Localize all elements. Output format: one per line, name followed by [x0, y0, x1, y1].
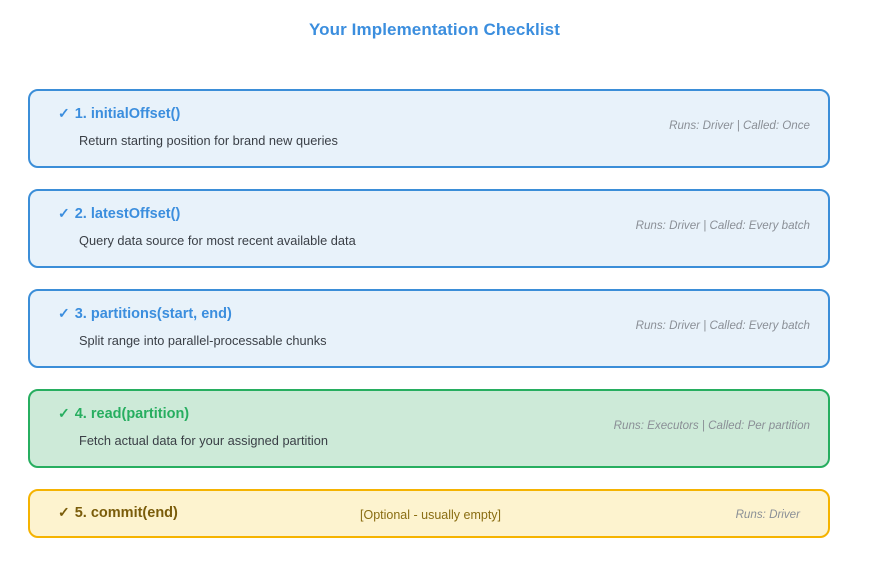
checklist-item-3-description: Split range into parallel-processable ch…: [79, 333, 327, 348]
checklist-item-4-description: Fetch actual data for your assigned part…: [79, 433, 328, 448]
check-icon: ✓: [58, 405, 70, 421]
checklist-item-1-title-text: 1. initialOffset(): [74, 106, 181, 122]
checklist-item-3-title-text: 3. partitions(start, end): [74, 306, 232, 322]
checklist-item-3-title: ✓3. partitions(start, end): [58, 304, 232, 323]
checklist-item-3[interactable]: ✓3. partitions(start, end) Split range i…: [28, 289, 830, 368]
check-icon: ✓: [58, 504, 70, 520]
checklist-item-5[interactable]: ✓5. commit(end) [Optional - usually empt…: [28, 489, 830, 538]
check-icon: ✓: [58, 205, 70, 221]
checklist-item-1-meta: Runs: Driver | Called: Once: [669, 119, 810, 132]
checklist-item-2-title-text: 2. latestOffset(): [74, 206, 181, 222]
check-icon: ✓: [58, 305, 70, 321]
checklist-item-5-title: ✓5. commit(end): [58, 503, 178, 522]
checklist-item-2-description: Query data source for most recent availa…: [79, 233, 356, 248]
checklist-item-4-meta: Runs: Executors | Called: Per partition: [613, 419, 810, 432]
checklist-container: ✓1. initialOffset() Return starting posi…: [28, 89, 830, 538]
checklist-item-2-meta: Runs: Driver | Called: Every batch: [635, 219, 810, 232]
checklist-item-2[interactable]: ✓2. latestOffset() Query data source for…: [28, 189, 830, 268]
checklist-item-4-title-text: 4. read(partition): [74, 406, 190, 422]
checklist-item-1-title: ✓1. initialOffset(): [58, 104, 180, 123]
checklist-item-3-meta: Runs: Driver | Called: Every batch: [635, 319, 810, 332]
checklist-item-5-title-text: 5. commit(end): [74, 505, 178, 521]
check-icon: ✓: [58, 105, 70, 121]
checklist-item-4-title: ✓4. read(partition): [58, 404, 189, 423]
page-title: Your Implementation Checklist: [308, 20, 561, 39]
checklist-item-5-meta: Runs: Driver: [735, 508, 800, 521]
checklist-item-1[interactable]: ✓1. initialOffset() Return starting posi…: [28, 89, 830, 168]
checklist-item-1-description: Return starting position for brand new q…: [79, 133, 338, 148]
checklist-item-4[interactable]: ✓4. read(partition) Fetch actual data fo…: [28, 389, 830, 468]
checklist-item-2-title: ✓2. latestOffset(): [58, 204, 180, 223]
checklist-item-5-note: [Optional - usually empty]: [360, 508, 502, 522]
